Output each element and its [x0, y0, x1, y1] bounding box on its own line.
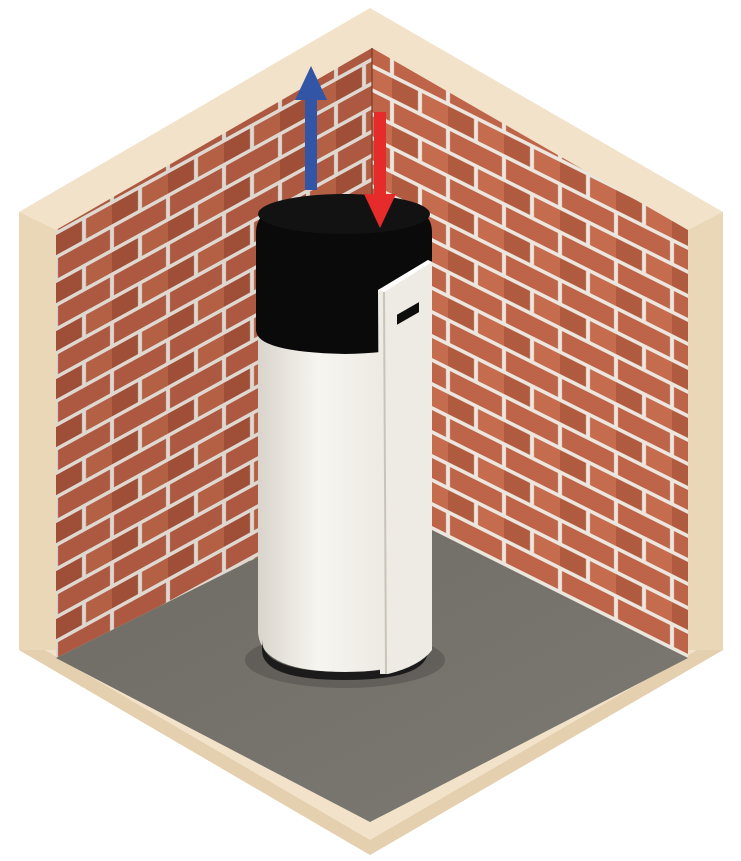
heat-pump-water-heater	[256, 194, 432, 680]
